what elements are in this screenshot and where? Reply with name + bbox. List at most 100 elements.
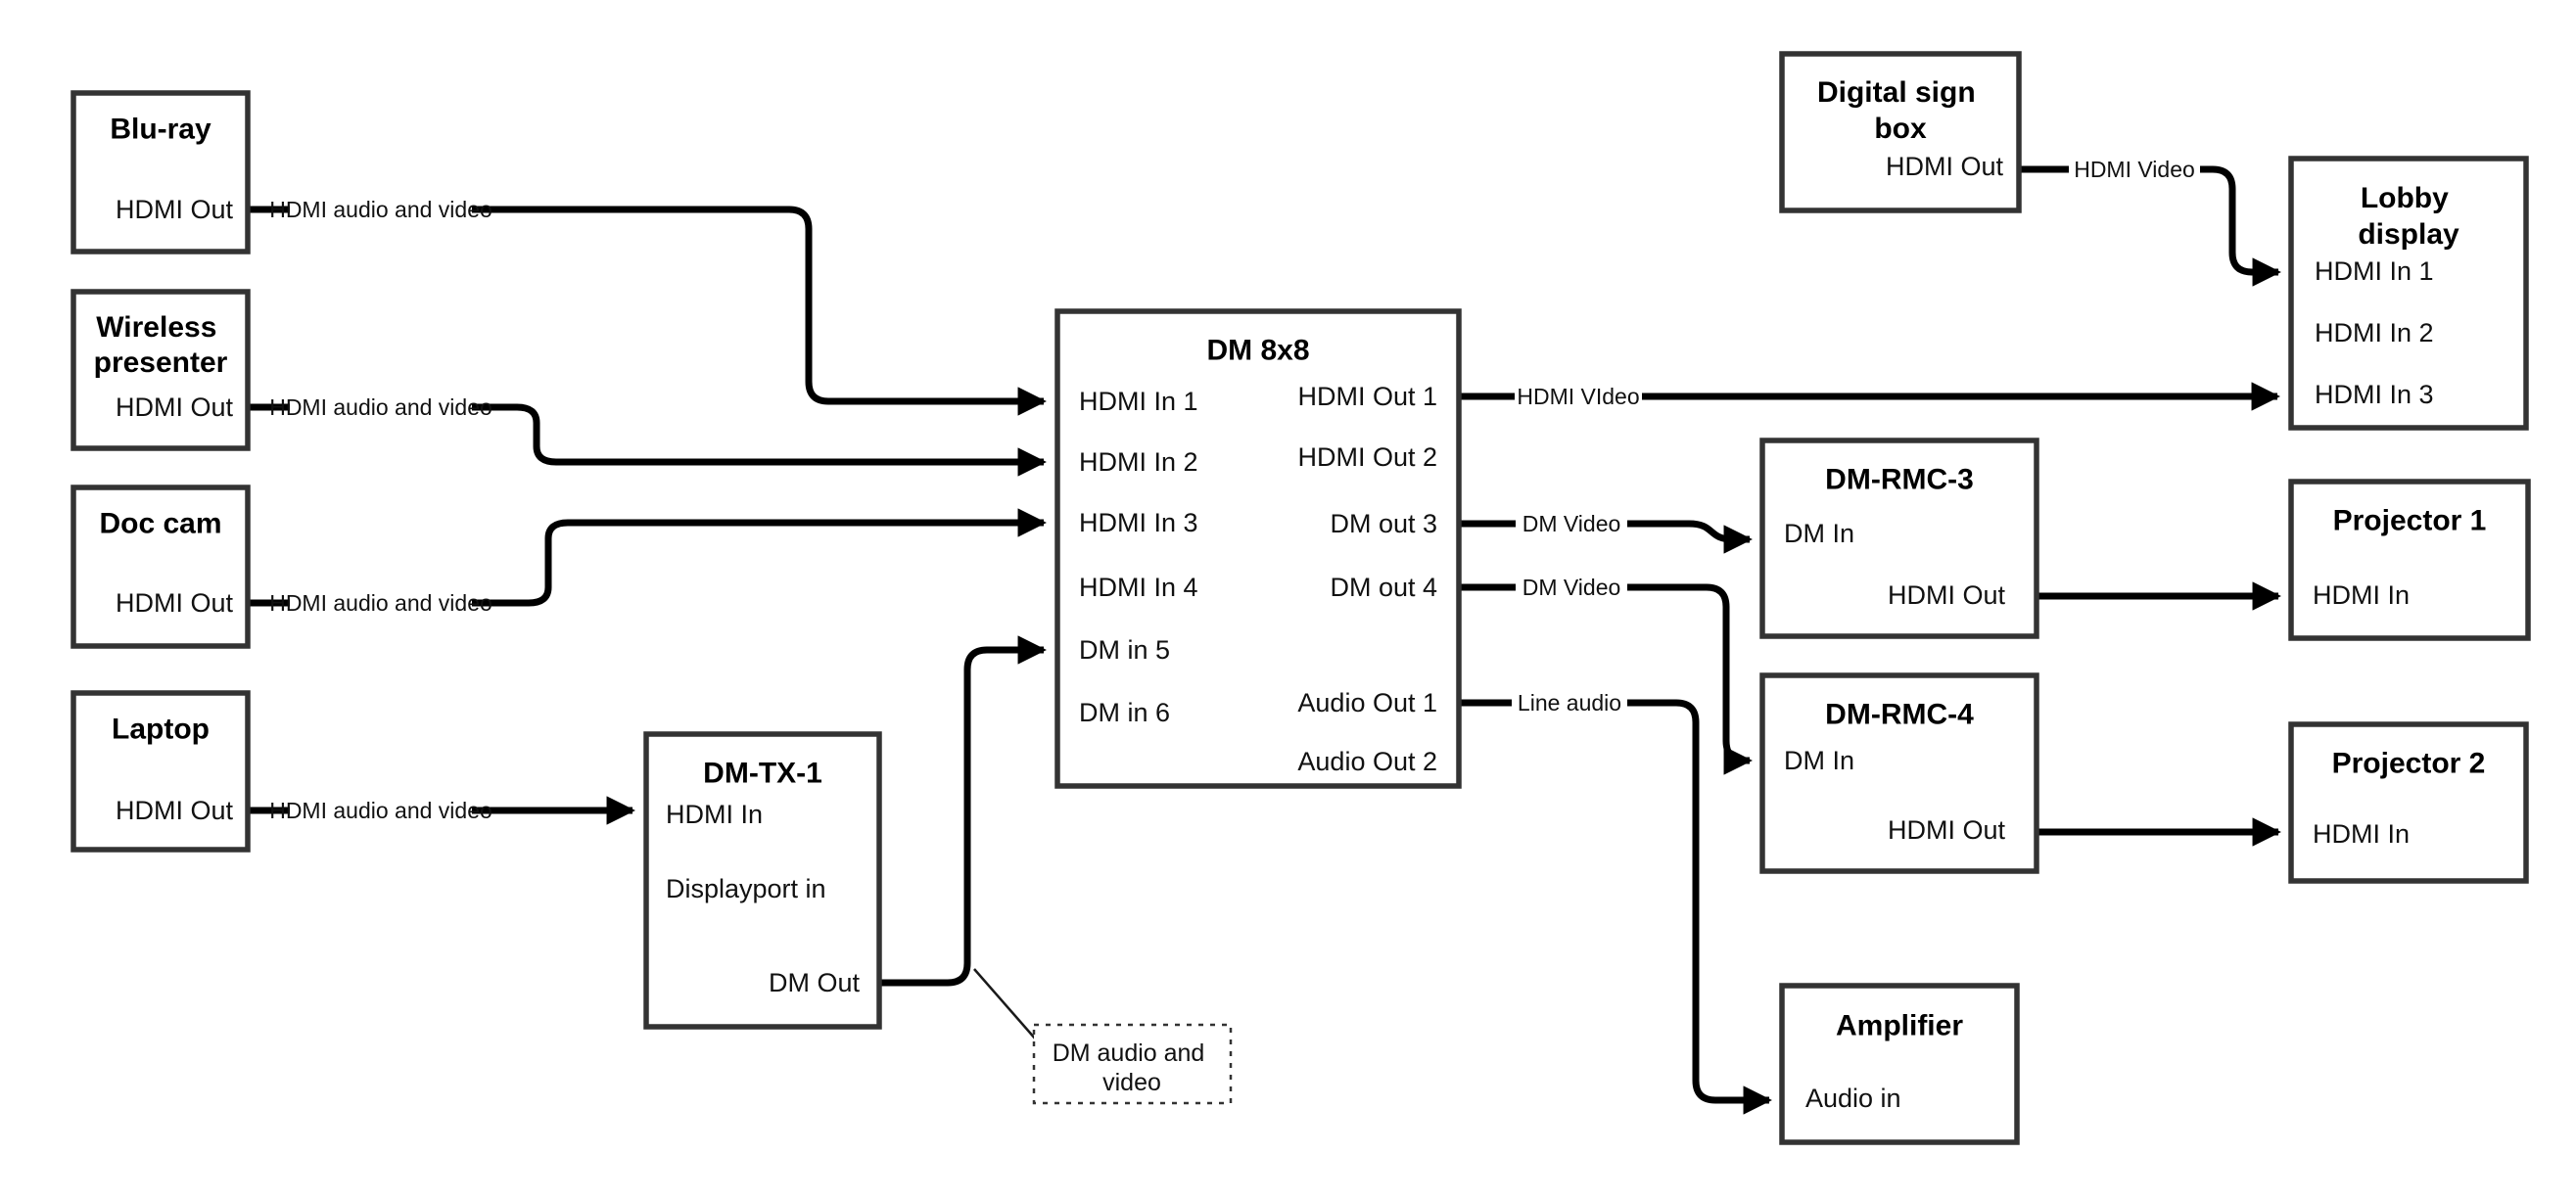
- node-laptop-box: [70, 690, 251, 853]
- label-bg: [1516, 574, 1627, 601]
- label-bg: [290, 589, 472, 617]
- node-dm-rmc-4-title: DM-RMC-4: [1825, 699, 1974, 731]
- port-dm8x8-hdmi-in-3: HDMI In 3: [1079, 508, 1198, 537]
- node-dm-rmc-3: DM-RMC-3 DM In HDMI Out: [1759, 438, 2039, 639]
- node-doc-cam-box: [70, 485, 251, 649]
- node-bluray-box: [70, 90, 251, 254]
- port-rmc3-hdmi-out: HDMI Out: [1888, 580, 2006, 610]
- label-bg: [2069, 156, 2200, 183]
- node-dm-tx-1: DM-TX-1 HDMI In Displayport in DM Out: [643, 731, 882, 1030]
- node-dm-8x8: DM 8x8 HDMI In 1 HDMI In 2 HDMI In 3 HDM…: [1054, 308, 1462, 789]
- node-amplifier-title: Amplifier: [1836, 1010, 1963, 1042]
- note-text: DM audio and video: [1053, 1039, 1212, 1096]
- node-dm-rmc-4-box: [1759, 672, 2039, 874]
- node-wireless-presenter-title: Wireless presenter: [94, 311, 228, 379]
- port-lobby-hdmi-in-2: HDMI In 2: [2315, 318, 2434, 347]
- node-lobby-display-box: [2288, 156, 2529, 431]
- node-projector-1-box: [2288, 479, 2531, 641]
- wire-label-dm-video-out3: DM Video: [1522, 511, 1621, 536]
- wire-label-sign-hdmi-video: HDMI Video: [2074, 157, 2195, 182]
- label-bg: [1516, 510, 1627, 537]
- wire-label-bluray: HDMI audio and video: [269, 197, 492, 222]
- label-bg: [1515, 383, 1642, 410]
- node-bluray-title: Blu-ray: [110, 114, 211, 146]
- node-dm-tx-1-box: [643, 731, 882, 1030]
- port-dm8x8-audio-out-1: Audio Out 1: [1297, 688, 1437, 717]
- port-sign-hdmi-out: HDMI Out: [1886, 152, 2004, 181]
- wire-dm8x8-out3-to-rmc3: [1461, 520, 1753, 554]
- port-lobby-hdmi-in-1: HDMI In 1: [2315, 256, 2434, 286]
- node-dm-8x8-box: [1054, 308, 1462, 789]
- wire-label-doccam: HDMI audio and video: [269, 590, 492, 616]
- wire-label-dm-video-out4: DM Video: [1522, 575, 1621, 600]
- port-dmtx1-dm-out: DM Out: [769, 968, 861, 997]
- note-box: [1032, 1023, 1233, 1105]
- port-projector2-hdmi-in: HDMI In: [2313, 819, 2410, 849]
- label-bg: [1512, 689, 1627, 716]
- note-leader-line: [973, 968, 1037, 1040]
- wire-label-wireless: HDMI audio and video: [269, 394, 492, 420]
- node-dm-rmc-3-title: DM-RMC-3: [1825, 464, 1974, 496]
- node-laptop: Laptop HDMI Out: [70, 690, 251, 853]
- wire-label-line-audio: Line audio: [1518, 690, 1621, 716]
- port-dm8x8-hdmi-out-1: HDMI Out 1: [1297, 382, 1437, 411]
- node-amplifier-box: [1779, 983, 2020, 1145]
- port-rmc3-dm-in: DM In: [1784, 519, 1854, 548]
- port-dm8x8-dm-in-6: DM in 6: [1079, 698, 1170, 727]
- node-digital-sign-box: Digital sign box HDMI Out: [1779, 51, 2022, 213]
- wire-dm8x8-audio1-to-amplifier: [1461, 699, 1772, 1115]
- port-doccam-hdmi-out: HDMI Out: [116, 588, 234, 618]
- node-wireless-presenter-box: [70, 289, 251, 451]
- port-dmtx1-hdmi-in: HDMI In: [666, 800, 763, 829]
- node-wireless-presenter: Wireless presenter HDMI Out: [70, 289, 251, 451]
- wire-dm8x8-out4-to-rmc4: [1461, 583, 1753, 775]
- port-dm8x8-hdmi-in-1: HDMI In 1: [1079, 387, 1198, 416]
- node-amplifier: Amplifier Audio in: [1779, 983, 2020, 1145]
- port-dm8x8-dm-out-3: DM out 3: [1330, 509, 1437, 538]
- node-dm-rmc-4: DM-RMC-4 DM In HDMI Out: [1759, 672, 2039, 874]
- port-dm8x8-dm-in-5: DM in 5: [1079, 635, 1170, 665]
- port-projector1-hdmi-in: HDMI In: [2313, 580, 2410, 610]
- node-projector-1-title: Projector 1: [2333, 505, 2487, 537]
- label-bg: [290, 196, 472, 223]
- node-digital-sign-box-title: Digital sign box: [1817, 76, 1984, 145]
- label-bg: [290, 797, 472, 824]
- node-dm-rmc-3-box: [1759, 438, 2039, 639]
- node-projector-2: Projector 2 HDMI In: [2288, 721, 2529, 884]
- port-dmtx1-displayport-in: Displayport in: [666, 874, 826, 903]
- wire-dmtx1-to-dm8x8: [881, 635, 1047, 987]
- port-rmc4-dm-in: DM In: [1784, 746, 1854, 775]
- node-lobby-display-title: Lobby display: [2358, 182, 2459, 251]
- node-projector-2-title: Projector 2: [2332, 748, 2486, 780]
- label-bg: [290, 393, 472, 421]
- port-dm8x8-audio-out-2: Audio Out 2: [1297, 747, 1437, 776]
- port-dm8x8-dm-out-4: DM out 4: [1330, 573, 1437, 602]
- node-doc-cam-title: Doc cam: [99, 508, 221, 540]
- node-projector-2-box: [2288, 721, 2529, 884]
- port-lobby-hdmi-in-3: HDMI In 3: [2315, 380, 2434, 409]
- port-dm8x8-hdmi-out-2: HDMI Out 2: [1297, 442, 1437, 472]
- wire-sign-to-lobby: [2021, 165, 2281, 287]
- port-laptop-hdmi-out: HDMI Out: [116, 796, 234, 825]
- wire-label-hdmi-video-out1: HDMI VIdeo: [1517, 384, 1639, 409]
- port-bluray-hdmi-out: HDMI Out: [116, 195, 234, 224]
- note-dm-audio-and-video: DM audio and video: [1032, 1023, 1233, 1105]
- node-lobby-display: Lobby display HDMI In 1 HDMI In 2 HDMI I…: [2288, 156, 2529, 431]
- wire-bluray-to-dm8x8: [250, 206, 1047, 416]
- node-dm-8x8-title: DM 8x8: [1206, 335, 1309, 367]
- node-digital-sign-box-box: [1779, 51, 2022, 213]
- port-wireless-hdmi-out: HDMI Out: [116, 393, 234, 422]
- wire-wireless-to-dm8x8: [250, 403, 1047, 477]
- wire-doccam-to-dm8x8: [250, 508, 1047, 607]
- port-dm8x8-hdmi-in-2: HDMI In 2: [1079, 447, 1198, 477]
- node-projector-1: Projector 1 HDMI In: [2288, 479, 2531, 641]
- node-doc-cam: Doc cam HDMI Out: [70, 485, 251, 649]
- port-dm8x8-hdmi-in-4: HDMI In 4: [1079, 573, 1198, 602]
- port-rmc4-hdmi-out: HDMI Out: [1888, 815, 2006, 845]
- node-dm-tx-1-title: DM-TX-1: [703, 758, 822, 790]
- wire-label-laptop: HDMI audio and video: [269, 798, 492, 823]
- node-bluray: Blu-ray HDMI Out: [70, 90, 251, 254]
- node-laptop-title: Laptop: [112, 714, 210, 746]
